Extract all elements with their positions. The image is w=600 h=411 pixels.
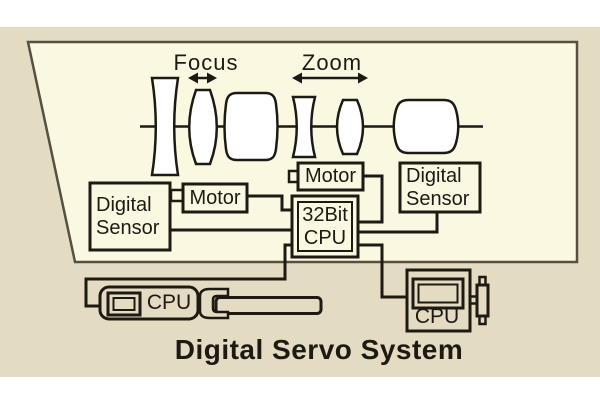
figure-title: Digital Servo System xyxy=(174,334,464,365)
zoom-travel-arrow-icon xyxy=(292,72,368,84)
main-cpu-label: 32Bit CPU xyxy=(298,202,352,251)
main-cpu-line1: 32Bit xyxy=(302,203,348,226)
zoom-demand-controller xyxy=(98,285,323,321)
camera-mount-bar xyxy=(475,283,490,318)
right-digital-sensor-box xyxy=(398,161,482,214)
zoom-convex-lens-icon xyxy=(335,98,365,156)
demand-unit-cpu-label: CPU xyxy=(146,290,192,314)
wire-center-motor-to-cpu xyxy=(356,174,384,224)
zoom-label: Zoom xyxy=(301,50,363,75)
right-digital-sensor-label: Digital Sensor xyxy=(406,163,480,212)
left-digital-sensor-box xyxy=(88,181,172,252)
left-motor-label: Motor xyxy=(189,186,241,209)
main-cpu-box-inner xyxy=(297,201,353,252)
left-motor-box xyxy=(181,182,249,214)
zoom-concave-lens-icon xyxy=(291,95,317,159)
center-motor-box xyxy=(296,161,365,192)
left-sensor-line2: Sensor xyxy=(96,216,160,239)
rear-barrel-lens-icon xyxy=(392,98,460,155)
biconcave-lens-icon xyxy=(150,76,180,177)
camera-cpu-label: CPU xyxy=(414,304,460,328)
wire-cpu-to-camera xyxy=(356,243,407,299)
main-cpu-line2: CPU xyxy=(303,226,347,249)
demand-unit-clamp xyxy=(198,287,230,320)
left-sensor-line1: Digital xyxy=(96,193,152,216)
focus-label: Focus xyxy=(173,50,239,75)
wire-right-sensor-to-cpu xyxy=(356,212,439,234)
barrel-lens-icon xyxy=(223,91,279,162)
center-motor-label: Motor xyxy=(304,165,357,187)
focus-lens-icon xyxy=(188,88,218,166)
camera-body xyxy=(405,268,490,333)
focus-travel-arrow-icon xyxy=(188,72,217,84)
wire-left-motor-to-cpu xyxy=(247,194,294,212)
left-digital-sensor-label: Digital Sensor xyxy=(96,183,166,250)
right-sensor-line1: Digital xyxy=(406,164,462,187)
right-sensor-line2: Sensor xyxy=(406,187,470,210)
demand-unit-rod xyxy=(214,296,323,315)
left-motor-shaft-stub xyxy=(169,188,185,203)
demand-unit-chip-inner xyxy=(112,297,136,311)
wire-cpu-to-demand-unit xyxy=(84,243,294,308)
camera-chip-inner xyxy=(417,283,459,304)
